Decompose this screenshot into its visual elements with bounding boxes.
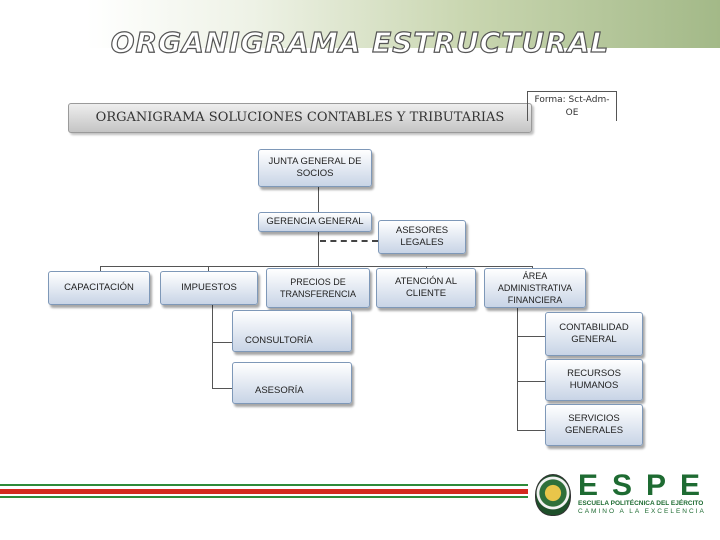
- node-asesores-legales: ASESORES LEGALES: [378, 220, 466, 254]
- espe-logo-motto: CAMINO A LA EXCELENCIA: [578, 508, 706, 515]
- footer-stripe-red: [0, 489, 528, 494]
- node-area-administrativa: ÁREA ADMINISTRATIVA FINANCIERA: [484, 268, 586, 308]
- form-code-label: Forma: Sct-Adm-OE: [527, 91, 617, 121]
- espe-logo-word: ESPE: [578, 469, 715, 502]
- node-contabilidad-general: CONTABILIDAD GENERAL: [545, 312, 643, 356]
- node-precios-transferencia: PRECIOS DE TRANSFERENCIA: [266, 268, 370, 308]
- connector-consultoria: [212, 342, 234, 343]
- footer-stripe-green-2: [0, 496, 528, 498]
- connector-impuestos-down: [212, 303, 213, 389]
- connector-gerencia-trunk: [318, 231, 319, 267]
- connector-impuestos: [208, 266, 209, 271]
- node-asesoria: ASESORÍA: [232, 362, 352, 404]
- node-servicios-generales: SERVICIOS GENERALES: [545, 404, 643, 446]
- node-consultoria: CONSULTORÍA: [232, 310, 352, 352]
- node-junta-general: JUNTA GENERAL DE SOCIOS: [258, 149, 372, 187]
- chart-subtitle: ORGANIGRAMA SOLUCIONES CONTABLES Y TRIBU…: [68, 103, 532, 133]
- node-capacitacion: CAPACITACIÓN: [48, 271, 150, 305]
- node-gerencia-general: GERENCIA GENERAL: [258, 212, 372, 232]
- connector-capacitacion: [100, 266, 101, 271]
- node-impuestos: IMPUESTOS: [160, 271, 258, 305]
- connector-recursos: [517, 381, 545, 382]
- connector-servicios: [517, 430, 545, 431]
- node-atencion-cliente: ATENCIÓN AL CLIENTE: [376, 268, 476, 308]
- espe-logo-name: ESCUELA POLITÉCNICA DEL EJÉRCITO: [578, 500, 704, 507]
- connector-contabilidad: [517, 336, 545, 337]
- connector-horizontal-bus: [100, 266, 532, 267]
- espe-seal-logo: [535, 474, 571, 516]
- node-recursos-humanos: RECURSOS HUMANOS: [545, 359, 643, 401]
- connector-asesoria: [212, 388, 234, 389]
- connector-admin-down: [517, 305, 518, 431]
- title-band: [0, 0, 720, 48]
- footer-stripe-green: [0, 484, 528, 486]
- connector-junta-gerencia: [318, 187, 319, 213]
- page-title: ORGANIGRAMA ESTRUCTURAL: [110, 25, 610, 59]
- connector-asesores-dashed: [320, 240, 378, 242]
